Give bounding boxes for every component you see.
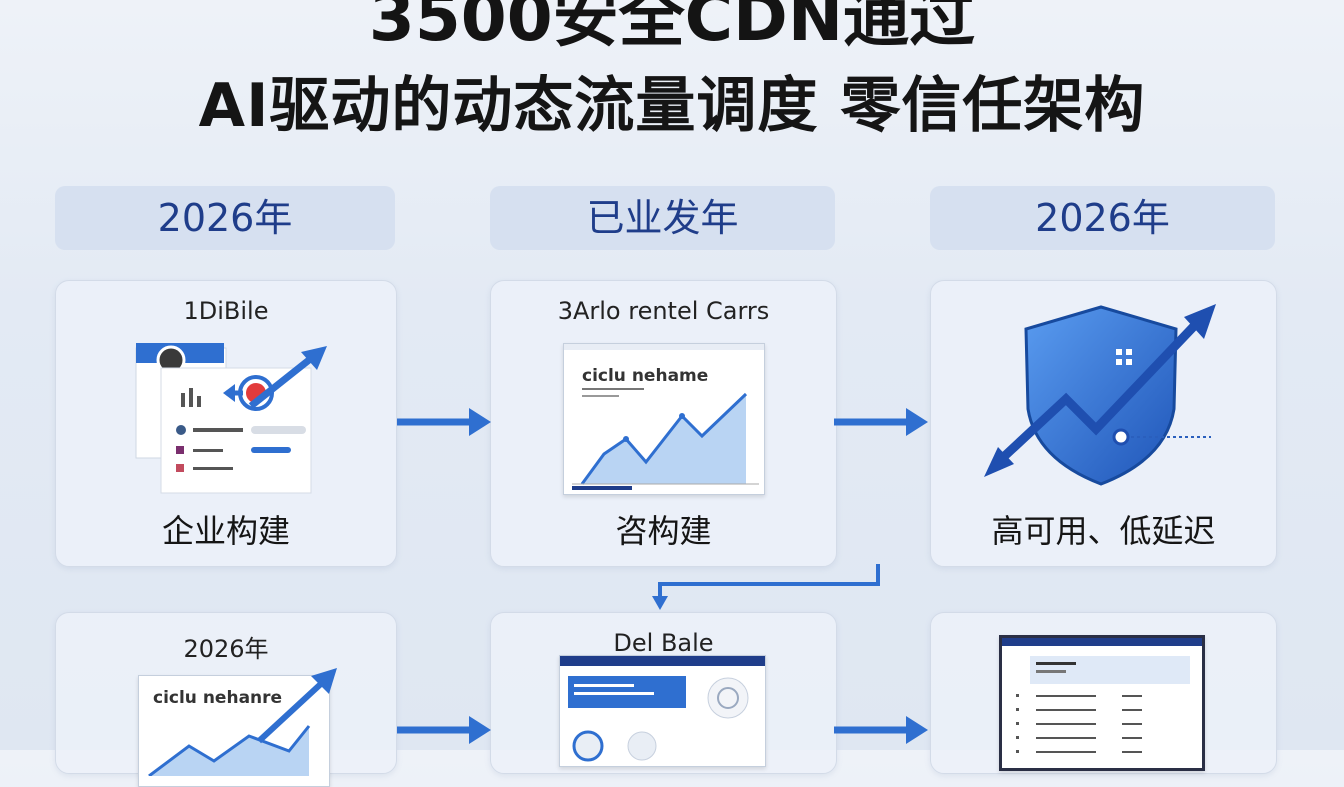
chart-window-title: ciclu nehanre (153, 688, 283, 708)
laptop-screen (999, 635, 1205, 771)
card-top-label: Del Bale (613, 629, 714, 657)
card-top-label: 3Arlo rentel Carrs (557, 297, 770, 325)
chart-window: ciclu nehame (563, 343, 765, 495)
column-header-2: 已业发年 (490, 186, 835, 250)
card-bottom-right (930, 612, 1277, 774)
shield-icon (984, 304, 1216, 486)
card-bottom-left: 2026年 ciclu nehanre (55, 612, 397, 787)
card-caption: 咨构建 (615, 512, 712, 550)
chart-window: ciclu nehanre (138, 668, 337, 787)
chart-window-title: ciclu nehame (582, 366, 709, 386)
card-architecture: 3Arlo rentel Carrs ciclu nehame 咨构建 (490, 280, 837, 567)
app-window (559, 655, 766, 767)
card-caption: 企业构建 (161, 512, 290, 550)
column-header-3: 2026年 (930, 186, 1275, 250)
main-title: 3500安全CDN通过 (368, 0, 976, 56)
card-top-label: 2026年 (183, 635, 269, 663)
subtitle: AI驱动的动态流量调度 零信任架构 (198, 71, 1146, 141)
column-header-1: 2026年 (55, 186, 395, 250)
flow-arrow-2 (834, 408, 928, 436)
card-bottom-middle: Del Bale (490, 612, 837, 774)
flow-arrow-4 (834, 716, 928, 744)
dashboard-illustration (135, 343, 327, 495)
flow-connector (652, 564, 880, 610)
flow-arrow-3 (397, 716, 491, 744)
flow-arrow-1 (397, 408, 491, 436)
card-top-label: 1DiBile (183, 297, 269, 325)
card-caption: 高可用、低延迟 (991, 512, 1216, 550)
card-availability: 高可用、低延迟 (930, 280, 1277, 567)
card-enterprise: 1DiBile 企业构建 (55, 280, 397, 567)
